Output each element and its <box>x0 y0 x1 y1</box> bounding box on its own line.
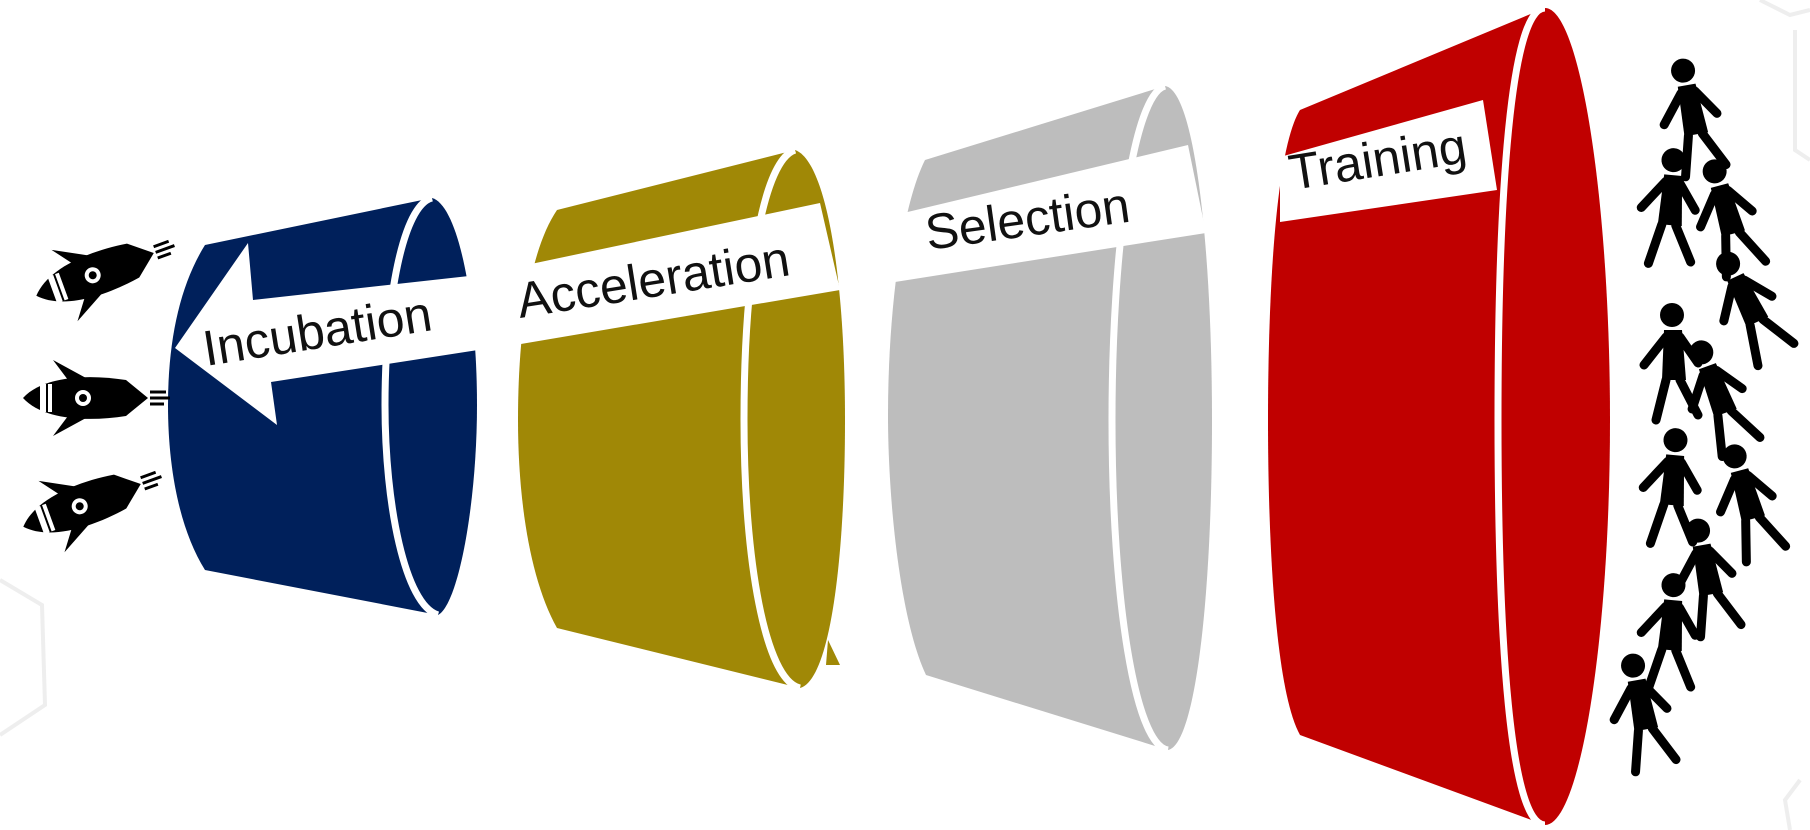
person-icon <box>1603 649 1676 774</box>
stage-incubation: Incubation <box>168 194 478 619</box>
rocket-icon <box>8 439 176 565</box>
rocket-group <box>8 208 189 565</box>
stage-selection-banner <box>895 145 1206 282</box>
stage-training: Training <box>1268 4 1610 829</box>
stage-acceleration: Acceleration <box>512 146 845 692</box>
stage-incubation-body <box>168 198 477 615</box>
stage-training-body <box>1268 8 1610 825</box>
people-group <box>1603 54 1796 774</box>
stage-selection: Selection <box>888 82 1212 754</box>
person-icon <box>1704 438 1786 565</box>
rocket-icon <box>21 358 172 438</box>
rocket-icon <box>21 208 189 334</box>
person-icon <box>1636 571 1700 692</box>
stage-accent-mark <box>826 640 840 665</box>
stage-training-banner <box>1280 100 1497 222</box>
stage-acceleration-banner <box>512 203 840 345</box>
arrow-left-icon <box>175 243 478 425</box>
